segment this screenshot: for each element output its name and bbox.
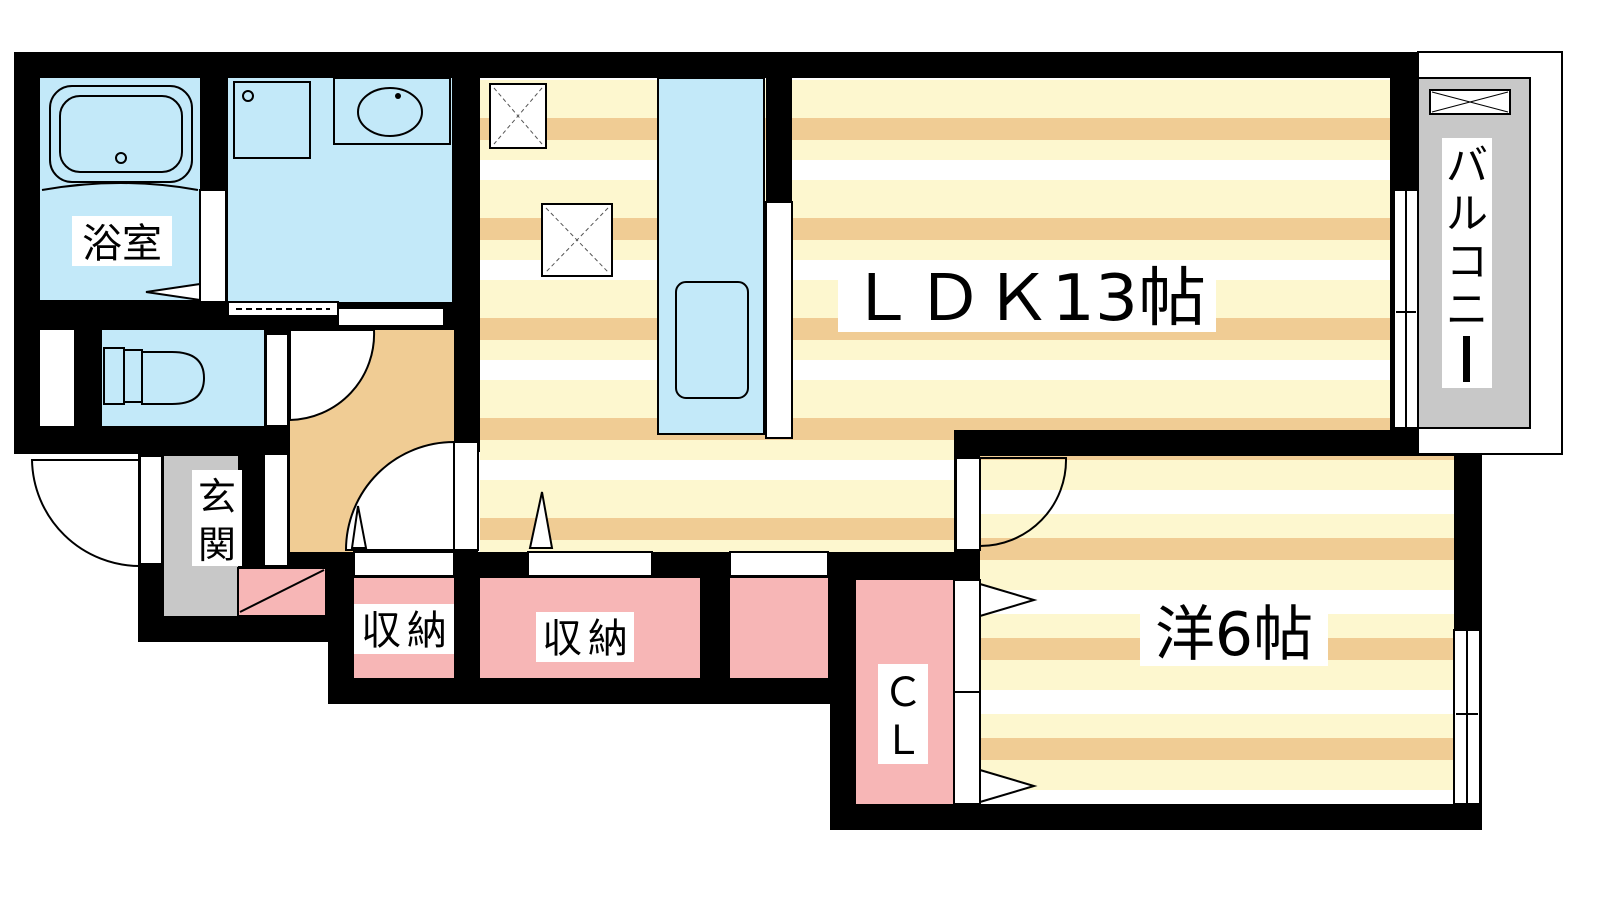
ldk-door bbox=[453, 441, 479, 551]
washroom-floor bbox=[228, 78, 452, 302]
storage-large-label-2: 納 bbox=[588, 616, 628, 662]
western-door bbox=[955, 457, 981, 551]
bath-door bbox=[199, 189, 227, 303]
western-door-swing-icon bbox=[979, 457, 1068, 547]
aircon-unit-icon bbox=[1429, 89, 1511, 115]
ldk-floor-lower bbox=[480, 430, 954, 552]
washbasin-icon bbox=[333, 77, 451, 145]
storage-large-label-1: 収 bbox=[542, 616, 582, 662]
front-door-swing-icon bbox=[30, 459, 141, 567]
storage-small-arrow-icon bbox=[350, 505, 368, 549]
closet-label-1: Ｃ bbox=[883, 670, 923, 716]
storage-small-label-1: 収 bbox=[361, 608, 401, 654]
closet-label-bg bbox=[878, 664, 928, 764]
toilet-icon bbox=[103, 347, 206, 405]
bath-label: 浴室 bbox=[82, 221, 162, 267]
balcony-label-long-vowel bbox=[1463, 336, 1470, 382]
storage-small-door bbox=[353, 551, 455, 577]
ceiling-fixture-icon bbox=[541, 203, 613, 277]
storage-right-door bbox=[729, 551, 829, 577]
entrance-label-2: 関 bbox=[198, 523, 236, 567]
storage-large-label-bg bbox=[536, 612, 634, 662]
entrance-label-bg bbox=[192, 470, 242, 566]
bath-door-arrow-icon bbox=[145, 282, 201, 302]
balcony-label-4: ニ bbox=[1446, 285, 1488, 334]
ldk-label-bg bbox=[838, 262, 1216, 332]
bath-label-bg bbox=[72, 216, 172, 266]
storage-small-label-2: 納 bbox=[407, 608, 447, 654]
storage-right-floor bbox=[730, 578, 828, 678]
storage-large-arrow-icon bbox=[528, 491, 554, 549]
balcony-label-3: コ bbox=[1446, 237, 1488, 286]
kitchen-partition bbox=[766, 78, 792, 202]
balcony-label-1: バ bbox=[1446, 141, 1488, 190]
entrance-wall-piece bbox=[263, 453, 289, 567]
kitchen-sink-icon bbox=[675, 281, 749, 399]
front-door bbox=[139, 455, 163, 565]
ldk-label: ＬＤＫ13帖 bbox=[848, 262, 1206, 336]
kitchen-partition-low bbox=[765, 201, 793, 439]
western-label: 洋6帖 bbox=[1155, 600, 1313, 670]
bathtub-icon bbox=[41, 85, 199, 191]
washing-machine-icon bbox=[233, 81, 311, 159]
toilet-left-niche bbox=[40, 330, 74, 426]
ldk-door-swing-icon bbox=[344, 440, 455, 551]
western-label-bg bbox=[1140, 596, 1328, 666]
toilet-door-swing-area bbox=[289, 329, 376, 422]
wash-door-slide-2 bbox=[337, 307, 445, 327]
balcony-label-2: ル bbox=[1446, 189, 1488, 238]
ceiling-fixture-icon bbox=[489, 83, 547, 149]
closet-label-2: Ｌ bbox=[883, 718, 923, 764]
entrance-label-1: 玄 bbox=[198, 475, 236, 519]
kitchen-counter bbox=[657, 77, 765, 435]
storage-small-label-bg bbox=[354, 604, 454, 654]
closet-arrow-top-icon bbox=[979, 582, 1038, 618]
toilet-floor bbox=[102, 330, 264, 426]
toilet-door bbox=[265, 333, 289, 427]
closet-arrow-bottom-icon bbox=[979, 768, 1038, 804]
shoe-box-line bbox=[239, 569, 325, 613]
storage-large-door bbox=[527, 551, 653, 577]
